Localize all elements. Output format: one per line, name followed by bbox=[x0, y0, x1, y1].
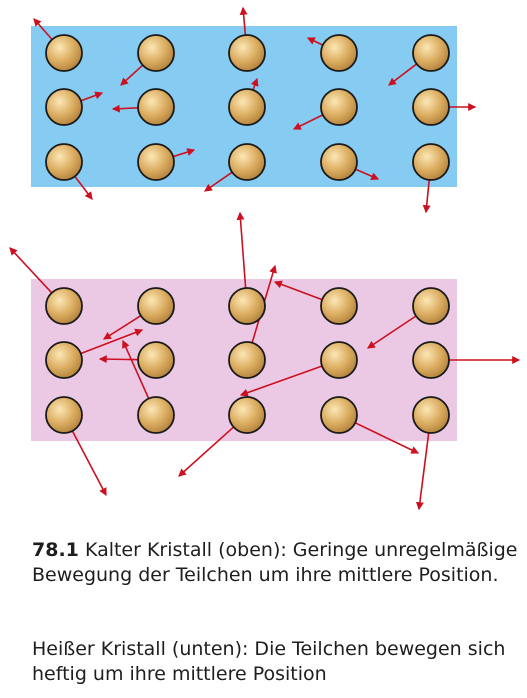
cold-motion-arrow bbox=[111, 104, 141, 113]
cold-particle bbox=[412, 143, 450, 181]
cold-motion-arrow bbox=[353, 167, 380, 180]
caption-hot-crystal: Heißer Kristall (unten): Die Teilchen be… bbox=[32, 637, 522, 687]
cold-particle bbox=[412, 88, 450, 126]
hot-particle bbox=[228, 396, 266, 434]
cold-crystal-particles bbox=[45, 34, 450, 181]
hot-particle bbox=[320, 287, 358, 325]
cold-particle bbox=[412, 34, 450, 72]
cold-particle bbox=[137, 143, 175, 181]
hot-particle bbox=[412, 396, 450, 434]
cold-motion-arrow bbox=[171, 148, 196, 158]
hot-motion-arrow bbox=[353, 421, 420, 454]
cold-particle bbox=[320, 88, 358, 126]
hot-motion-arrow bbox=[70, 428, 107, 497]
hot-motion-arrow bbox=[98, 355, 141, 364]
hot-particle bbox=[137, 396, 175, 434]
hot-particle bbox=[228, 341, 266, 379]
hot-particle bbox=[320, 396, 358, 434]
cold-particle bbox=[45, 34, 83, 72]
cold-motion-arrow bbox=[239, 6, 248, 38]
cold-motion-arrow bbox=[78, 91, 104, 103]
hot-motion-arrow bbox=[273, 280, 325, 302]
hot-particle bbox=[45, 396, 83, 434]
cold-motion-arrow bbox=[204, 170, 235, 192]
hot-particle bbox=[412, 287, 450, 325]
hot-motion-arrow bbox=[236, 211, 247, 291]
hot-motion-arrow bbox=[178, 425, 236, 477]
crystal-illustration bbox=[9, 6, 521, 511]
hot-motion-arrow bbox=[102, 313, 143, 340]
cold-particle bbox=[228, 143, 266, 181]
hot-particle bbox=[137, 341, 175, 379]
hot-particle bbox=[228, 287, 266, 325]
cold-motion-arrow bbox=[33, 18, 55, 42]
cold-motion-arrow bbox=[306, 37, 325, 47]
hot-particle bbox=[320, 341, 358, 379]
cold-motion-arrow bbox=[292, 113, 325, 130]
cold-particle bbox=[320, 34, 358, 72]
hot-particle bbox=[45, 341, 83, 379]
hot-motion-arrow bbox=[9, 247, 54, 295]
cold-particle bbox=[228, 34, 266, 72]
cold-particle bbox=[228, 88, 266, 126]
hot-motion-arrow bbox=[122, 339, 151, 401]
cold-particle bbox=[45, 88, 83, 126]
hot-particle bbox=[45, 287, 83, 325]
cold-crystal-motion-arrows bbox=[33, 6, 477, 214]
hot-motion-arrow bbox=[415, 430, 430, 511]
cold-particle bbox=[137, 34, 175, 72]
cold-particle bbox=[45, 143, 83, 181]
hot-particle bbox=[412, 341, 450, 379]
hot-motion-arrow bbox=[78, 328, 144, 356]
figure-number: 78.1 bbox=[32, 539, 79, 561]
cold-motion-arrow bbox=[388, 62, 419, 86]
cold-particle bbox=[137, 88, 175, 126]
cold-particle bbox=[320, 143, 358, 181]
caption-cold-text: Kalter Kristall (oben): Geringe unregelm… bbox=[32, 539, 518, 586]
caption-cold-crystal: 78.1 Kalter Kristall (oben): Geringe unr… bbox=[32, 538, 522, 588]
caption-hot-text: Heißer Kristall (unten): Die Teilchen be… bbox=[32, 638, 506, 685]
cold-motion-arrow bbox=[73, 174, 93, 200]
hot-crystal-motion-arrows bbox=[9, 211, 521, 511]
cold-motion-arrow bbox=[422, 177, 431, 214]
cold-motion-arrow bbox=[120, 63, 145, 86]
hot-motion-arrow bbox=[367, 314, 419, 349]
hot-particle bbox=[137, 287, 175, 325]
hot-motion-arrow bbox=[239, 364, 325, 397]
hot-crystal-particles bbox=[45, 287, 450, 434]
